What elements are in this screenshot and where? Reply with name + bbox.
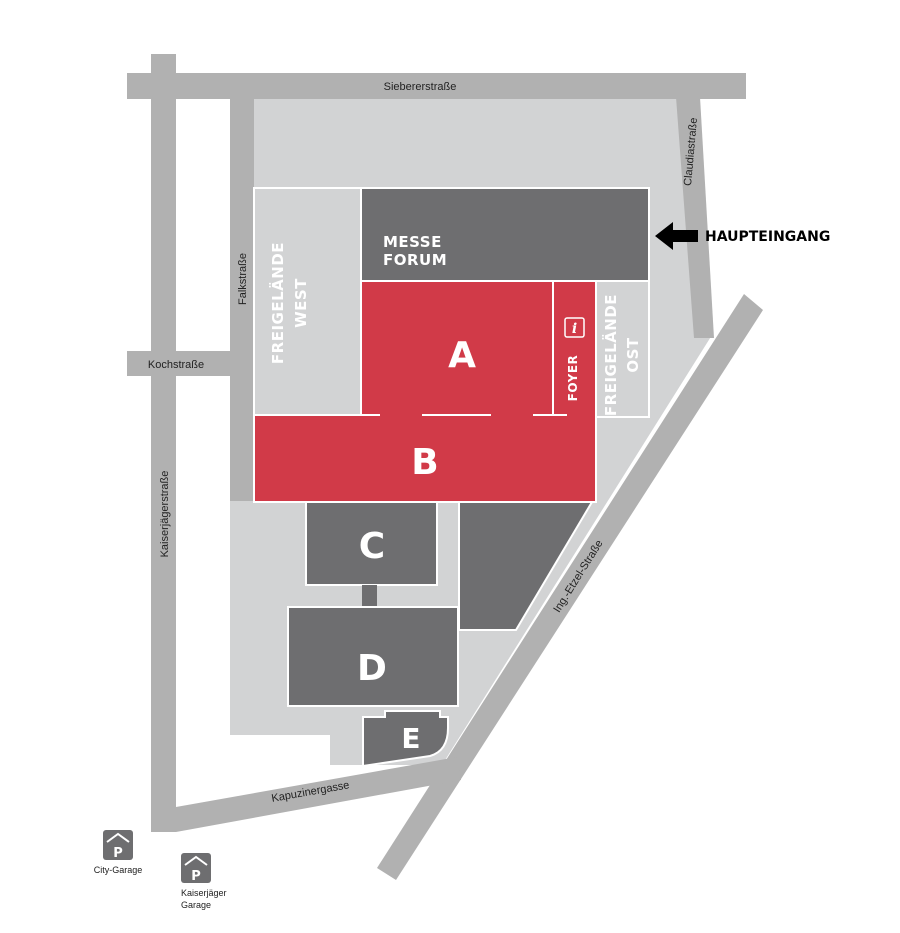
parking-kaiserjaeger-label-line2: Garage (181, 900, 211, 910)
main-entrance-label: HAUPTEINGANG (705, 229, 830, 245)
freigelaende-west-area (253, 187, 362, 416)
road-kaiserjaegerstrasse (151, 54, 176, 832)
hall-a-label: A (448, 335, 476, 376)
label-freigelaende-ost-line2: OST (624, 337, 642, 373)
hall-d-building[interactable] (287, 606, 459, 707)
road-siebererstrasse (127, 73, 746, 99)
hall-e-building[interactable] (362, 710, 449, 768)
hall-e-label: E (401, 722, 420, 755)
parking-city-garage[interactable]: P City-Garage (94, 830, 143, 875)
parking-icon: P (103, 830, 133, 861)
connector-c-d (362, 585, 377, 607)
parking-kaiserjaeger-garage[interactable]: P Kaiserjäger Garage (181, 853, 227, 910)
label-freigelaende-west-line1: FREIGELÄNDE (268, 242, 287, 364)
label-foyer: FOYER (566, 355, 580, 402)
label-falkstrasse: Falkstraße (237, 253, 249, 305)
hall-c-label: C (359, 526, 385, 567)
parking-glyph: P (113, 846, 123, 861)
label-messe-forum-line2: FORUM (383, 251, 447, 269)
label-messe-forum-line1: MESSE (383, 233, 442, 251)
messe-forum-building[interactable] (360, 187, 650, 282)
roads (127, 54, 763, 880)
arrow-left-icon (655, 222, 698, 250)
hall-b-building[interactable] (253, 414, 597, 503)
hall-b-label: B (411, 442, 438, 483)
label-claudiastrasse: Claudiastraße (682, 117, 700, 186)
hall-c-annex-building (458, 501, 594, 631)
road-kochstrasse (127, 351, 231, 376)
hall-d-label: D (357, 648, 387, 689)
hall-c-building[interactable] (305, 501, 438, 586)
info-icon: i (564, 317, 585, 338)
main-entrance[interactable]: HAUPTEINGANG (655, 222, 830, 250)
road-claudiastrasse (676, 97, 714, 338)
label-siebererstrasse: Siebererstraße (384, 81, 457, 93)
parking-city-garage-label: City-Garage (94, 865, 143, 875)
parking-glyph: P (191, 869, 201, 884)
label-freigelaende-west-line2: WEST (292, 278, 310, 328)
road-falkstrasse (230, 95, 254, 501)
info-icon-glyph: i (572, 321, 577, 337)
label-kaiserjaegerstrasse: Kaiserjägerstraße (159, 471, 171, 558)
parking-kaiserjaeger-label-line1: Kaiserjäger (181, 888, 227, 898)
parking-icon: P (181, 853, 211, 884)
label-kochstrasse: Kochstraße (148, 359, 204, 371)
road-ing-etzel-strasse (377, 294, 763, 880)
hall-a-b-passages (380, 412, 595, 418)
road-kapuzinergasse (176, 757, 461, 832)
label-freigelaende-ost-line1: FREIGELÄNDE (601, 294, 620, 416)
